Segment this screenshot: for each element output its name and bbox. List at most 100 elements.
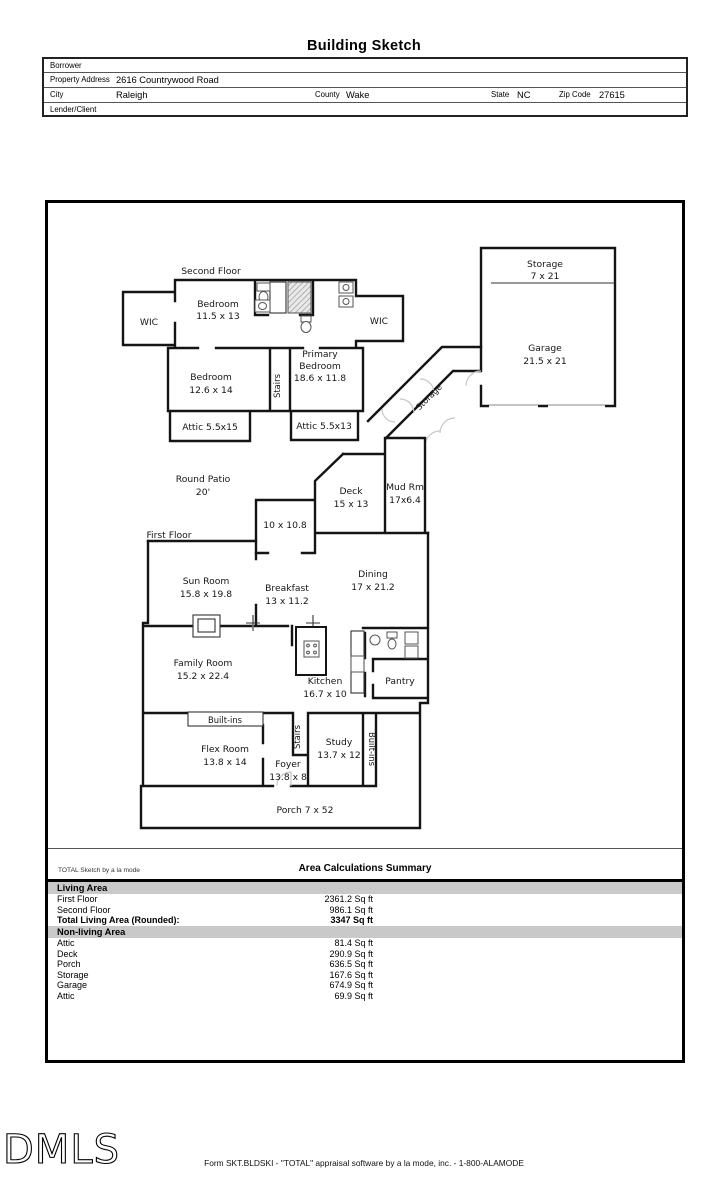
summary-row-value: 2361.2 Sq ft — [324, 894, 373, 904]
room-storage-garage-label: Storage — [527, 259, 563, 270]
room-kitchen-label: Kitchen — [308, 676, 343, 687]
room-stairs-first-label: Stairs — [292, 725, 302, 749]
summary-row: Storage 167.6 Sq ft — [48, 970, 682, 981]
summary-heading: Area Calculations Summary — [298, 863, 432, 874]
room-sun-room-dims: 15.8 x 19.8 — [180, 589, 232, 600]
property-address-value: 2616 Countrywood Road — [116, 75, 219, 85]
page-title: Building Sketch — [306, 38, 422, 54]
door-swing-arc — [419, 378, 435, 394]
footer-form-text: Form SKT.BLDSKI - "TOTAL" appraisal soft… — [204, 1158, 524, 1168]
living-area-header: Living Area — [48, 882, 682, 894]
summary-row: Porch 636.5 Sq ft — [48, 959, 682, 970]
room-mud-room-dims: 17x6.4 — [389, 495, 421, 506]
nonliving-area-header: Non-living Area — [48, 926, 682, 938]
room-bedroom2-dims: 12.6 x 14 — [189, 385, 233, 396]
room-primary-dims: 18.6 x 11.8 — [294, 373, 346, 384]
summary-row-label: Storage — [57, 969, 89, 980]
city-label: City — [50, 90, 64, 99]
summary-row: Second Floor 986.1 Sq ft — [48, 905, 682, 916]
borrower-label: Borrower — [50, 61, 82, 70]
summary-row-label: Porch — [57, 959, 81, 969]
summary-row-label: First Floor — [57, 894, 98, 904]
summary-row: First Floor 2361.2 Sq ft — [48, 894, 682, 905]
form-row-lender: Lender/Client — [44, 103, 686, 117]
second-floor-heading: Second Floor — [181, 266, 241, 277]
walls-deck-midlevel — [146, 436, 430, 555]
room-attic-left-label: Attic 5.5x15 — [182, 422, 238, 433]
property-form: Borrower Property Address 2616 Countrywo… — [42, 57, 688, 117]
walls-first-floor — [139, 531, 430, 830]
summary-row-value: 290.9 Sq ft — [329, 948, 373, 959]
lender-client-label: Lender/Client — [50, 105, 97, 114]
room-study-dims: 13.7 x 12 — [317, 750, 360, 761]
room-deck-dims: 15 x 13 — [334, 499, 369, 510]
summary-divider — [48, 879, 682, 882]
shower — [287, 281, 312, 314]
county-label: County — [315, 90, 340, 99]
room-dining-dims: 17 x 21.2 — [351, 582, 394, 593]
room-wic-left-label: WIC — [140, 317, 158, 328]
room-family-room-dims: 15.2 x 22.4 — [177, 671, 229, 682]
zip-code-label: Zip Code — [559, 90, 591, 99]
room-dining-label: Dining — [358, 569, 388, 580]
summary-row-value: 167.6 Sq ft — [329, 969, 373, 980]
summary-row-label: Attic — [57, 990, 75, 1001]
sketch-watermark: TOTAL Sketch by a la mode — [58, 867, 140, 874]
room-10x108-dims: 10 x 10.8 — [263, 520, 307, 531]
room-sun-room-label: Sun Room — [183, 576, 230, 587]
fireplace — [192, 614, 221, 638]
room-flex-dims: 13.8 x 14 — [203, 757, 247, 768]
sketch-container: Second Floor Bedroom 11.5 x 13 WIC WIC B… — [45, 200, 685, 1063]
kitchen-island — [295, 626, 327, 676]
room-round-patio-dims: 20' — [196, 487, 210, 498]
property-address-label: Property Address — [50, 75, 110, 84]
room-breakfast-label: Breakfast — [265, 583, 309, 594]
summary-row-value: 69.9 Sq ft — [334, 990, 373, 1001]
room-foyer-dims: 13.8 x 8 — [269, 772, 307, 783]
room-deck-label: Deck — [339, 486, 363, 497]
summary-total-value: 3347 Sq ft — [330, 915, 373, 925]
built-ins-cabinet — [187, 711, 264, 727]
summary-row-value: 636.5 Sq ft — [329, 959, 373, 969]
door-swing-arc — [424, 430, 441, 447]
state-value: NC — [517, 90, 531, 100]
garage-door-opening — [489, 402, 538, 410]
form-row-city: City Raleigh County Wake State NC Zip Co… — [44, 88, 686, 103]
summary-row-label: Deck — [57, 948, 78, 959]
summary-row-value: 674.9 Sq ft — [329, 980, 373, 990]
sink-icon — [254, 299, 271, 313]
room-family-room-label: Family Room — [174, 658, 233, 669]
room-garage-label: Garage — [528, 343, 562, 354]
area-calculations-summary: TOTAL Sketch by a la mode Area Calculati… — [48, 848, 682, 1001]
room-garage-dims: 21.5 x 21 — [523, 356, 566, 367]
toilet-icon — [300, 315, 312, 333]
room-study-label: Study — [326, 737, 353, 748]
summary-row-label: Garage — [57, 980, 88, 990]
room-round-patio-label: Round Patio — [176, 474, 231, 485]
summary-row: Garage 674.9 Sq ft — [48, 980, 682, 991]
room-storage-garage-dims: 7 x 21 — [531, 271, 560, 282]
dmls-logo: DMLS — [2, 1126, 120, 1173]
room-wic-right-label: WIC — [370, 316, 388, 327]
room-kitchen-dims: 16.7 x 10 — [303, 689, 347, 700]
county-value: Wake — [346, 90, 370, 100]
garage-door-opening — [548, 402, 605, 410]
vanity-sinks-icon — [338, 281, 354, 308]
summary-row: Attic 81.4 Sq ft — [48, 938, 682, 949]
room-mud-room-label: Mud Rm — [386, 482, 424, 493]
room-bedroom2-label: Bedroom — [190, 372, 232, 383]
summary-total-label: Total Living Area (Rounded): — [57, 915, 180, 925]
walls-second-floor — [121, 278, 405, 443]
room-flex-label: Flex Room — [201, 744, 249, 755]
floor-plan-sketch: Second Floor Bedroom 11.5 x 13 WIC WIC B… — [121, 246, 617, 830]
city-value: Raleigh — [116, 90, 148, 100]
door-swing-arc — [465, 370, 482, 387]
room-stairs-second-label: Stairs — [272, 374, 282, 398]
door-swing-arc — [381, 408, 396, 423]
room-storage-breezeway-label: Storage — [414, 382, 444, 412]
room-bedroom1-label: Bedroom — [197, 299, 239, 310]
door-swing-arc — [399, 398, 415, 414]
room-primary-line1: Primary — [302, 349, 338, 360]
door-swing-arc — [439, 417, 456, 434]
